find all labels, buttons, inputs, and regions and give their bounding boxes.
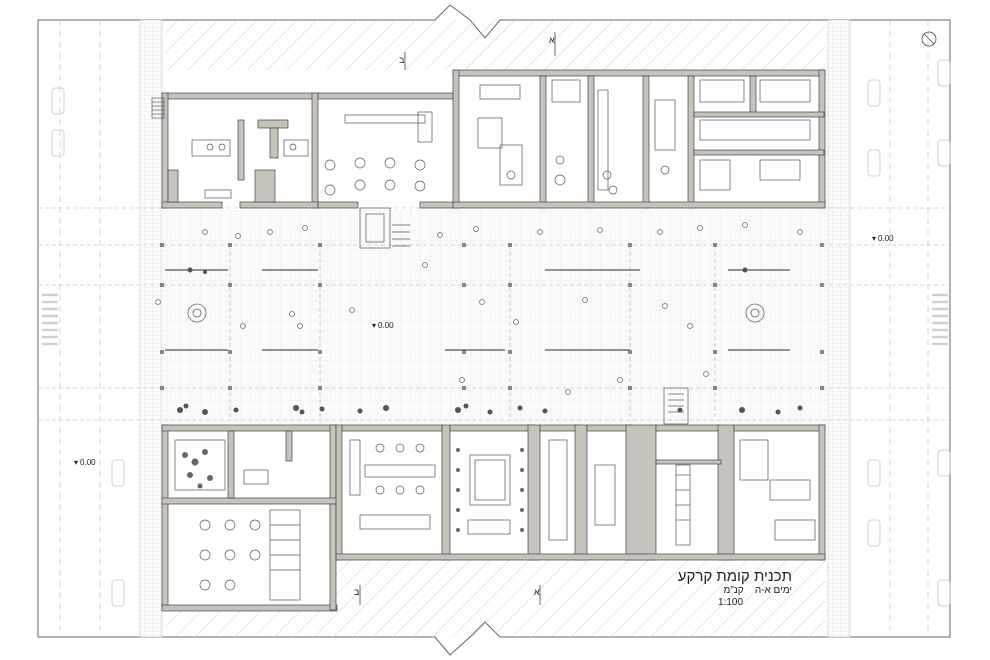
road-right [889, 20, 929, 637]
level-triangle-icon: ▾ [372, 321, 377, 330]
sheet-frame [37, 4, 951, 656]
cafe-tables [206, 143, 670, 196]
level-triangle-icon: ▾ [74, 458, 79, 467]
scale-label: קנ"מ [723, 585, 744, 596]
section-markers [359, 32, 556, 605]
stair-south [663, 387, 689, 425]
crosswalk-right [932, 293, 948, 346]
south-interior [174, 439, 816, 601]
crosswalk-left [42, 293, 58, 346]
courtyard-trees [187, 303, 765, 323]
section-label-b-south: ב [354, 587, 360, 597]
level-marker-east: ▾0.00 [872, 234, 894, 243]
courtyard-columns [160, 243, 824, 390]
parked-cars [51, 59, 951, 607]
street-bottom [335, 560, 825, 637]
level-triangle-icon: ▾ [872, 234, 877, 243]
courtyard [162, 210, 828, 425]
sidewalk-right [827, 19, 851, 638]
plan-subtitle: ימים א-ה קנ"מ [660, 585, 792, 597]
people-markers [155, 222, 803, 395]
plan-days: ימים א-ה [754, 585, 792, 596]
section-label-b-north: ב [399, 55, 405, 65]
stair-north [151, 97, 410, 249]
level-marker-west: ▾0.00 [74, 458, 96, 467]
north-arrow-icon [921, 31, 937, 47]
street-top [165, 20, 825, 70]
courtyard-benches [165, 269, 790, 351]
south-walls [161, 424, 826, 612]
scale-value: 1:100 [718, 597, 744, 608]
section-label-a-north: א [549, 35, 555, 45]
garden-plants [182, 448, 524, 532]
sidewalk-left [139, 19, 163, 638]
level-marker-courtyard: ▾0.00 [372, 321, 394, 330]
plan-title-block: תכנית קומת קרקע ימים א-ה קנ"מ 1:100 [660, 568, 792, 609]
plan-title: תכנית קומת קרקע [677, 568, 792, 585]
south-tables [199, 443, 425, 591]
north-interior [191, 79, 811, 199]
section-label-a-south: א [534, 587, 540, 597]
plant-clusters [177, 267, 803, 415]
street-bottom-left [165, 610, 335, 637]
north-walls [161, 69, 826, 209]
road-left [59, 20, 101, 637]
